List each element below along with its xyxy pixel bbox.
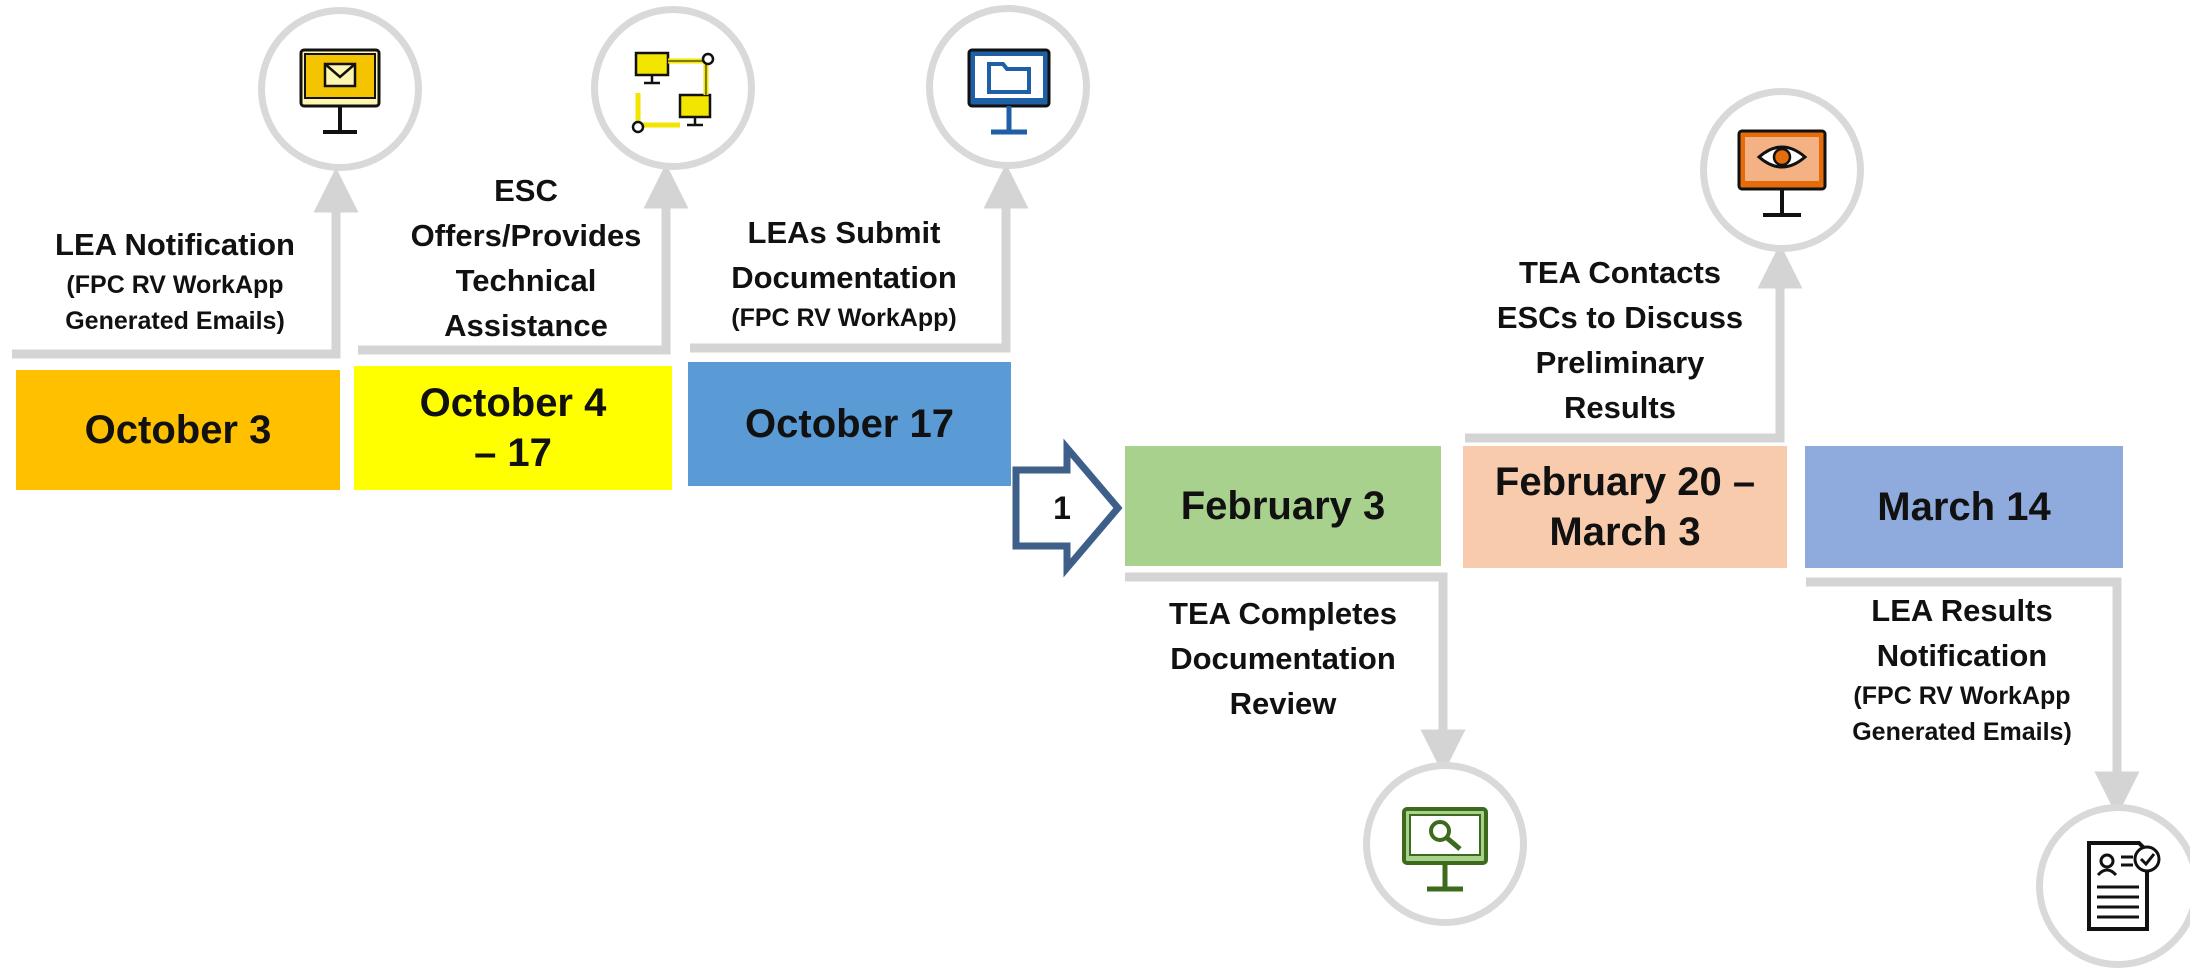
monitor-search-icon <box>1402 807 1488 892</box>
milestone-label-2: ESC Offers/Provides Technical Assistance <box>392 168 660 348</box>
icon-circle-1 <box>258 7 422 171</box>
milestone-title: LEAs Submit Documentation <box>731 215 957 295</box>
icon-circle-5 <box>1700 88 1864 252</box>
milestone-label-1: LEA Notification (FPC RV WorkApp Generat… <box>14 222 336 339</box>
connector-line-3 <box>690 163 1029 353</box>
milestone-label-3: LEAs Submit Documentation (FPC RV WorkAp… <box>702 210 986 336</box>
icon-circle-4 <box>1363 762 1527 926</box>
milestone-title: LEA Results Notification <box>1871 593 2053 673</box>
date-box-october-4-17: October 4 – 17 <box>354 366 672 490</box>
milestone-label-6: LEA Results Notification (FPC RV WorkApp… <box>1812 588 2112 750</box>
step-arrow <box>1012 438 1123 578</box>
connector-line-4 <box>1125 572 1466 775</box>
milestone-title: LEA Notification <box>55 227 295 262</box>
milestone-subtitle: (FPC RV WorkApp) <box>731 304 957 332</box>
network-diagram-icon <box>631 51 715 134</box>
milestone-title: TEA Contacts ESCs to Discuss Preliminary… <box>1496 255 1744 425</box>
milestone-date: February 20 – March 3 <box>1494 460 1756 554</box>
date-box-october-17: October 17 <box>688 362 1011 486</box>
connector-line-5 <box>1465 243 1803 443</box>
monitor-mail-icon <box>299 48 381 134</box>
monitor-eye-icon <box>1737 129 1827 217</box>
monitor-folder-icon <box>967 48 1051 135</box>
milestone-date: October 4 – 17 <box>419 381 607 475</box>
date-box-february-20-march-3: February 20 – March 3 <box>1463 446 1787 568</box>
date-box-march-14: March 14 <box>1805 446 2123 568</box>
date-box-october-3: October 3 <box>16 370 340 490</box>
date-box-february-3: February 3 <box>1125 446 1441 566</box>
connector-line-2 <box>358 163 689 355</box>
milestone-title: ESC Offers/Provides Technical Assistance <box>410 173 642 343</box>
milestone-label-5: TEA Contacts ESCs to Discuss Preliminary… <box>1480 250 1760 430</box>
document-checklist-icon <box>2087 841 2161 931</box>
icon-circle-6 <box>2036 804 2190 968</box>
milestone-title: TEA Completes Documentation Review <box>1169 596 1397 721</box>
milestone-subtitle: (FPC RV WorkApp Generated Emails) <box>65 271 285 335</box>
connector-line-1 <box>12 167 359 359</box>
step-number: 1 <box>1053 490 1071 526</box>
icon-circle-2 <box>591 6 755 170</box>
milestone-label-4: TEA Completes Documentation Review <box>1140 591 1426 726</box>
icon-circle-3 <box>926 5 1090 169</box>
connector-line-6 <box>1806 577 2140 817</box>
milestone-subtitle: (FPC RV WorkApp Generated Emails) <box>1852 682 2072 746</box>
